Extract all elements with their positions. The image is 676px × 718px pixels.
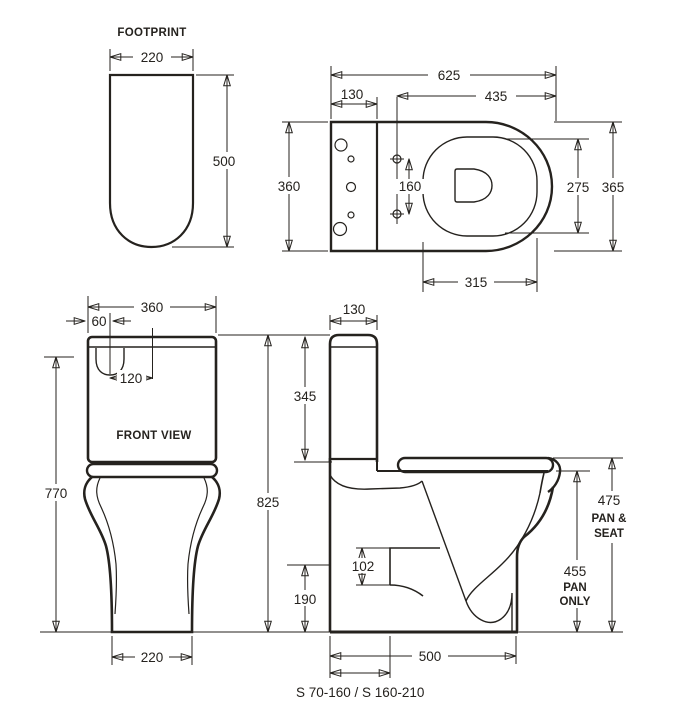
dim-footprint-depth: 500: [172, 75, 242, 247]
front-height-770-label: 770: [45, 486, 68, 501]
pan-seat-word1: PAN &: [592, 513, 627, 525]
dim-side-pan-depth: 500: [330, 636, 516, 678]
trap-range-label: S 70-160 / S 160-210: [296, 685, 424, 700]
pan-only-word1: PAN: [563, 582, 586, 594]
footprint-depth-label: 500: [213, 154, 236, 169]
footprint-view: FOOTPRINT 220 500: [108, 27, 242, 249]
front-pan-inner-right: [186, 477, 208, 615]
dim-pan-seat-height: 475 PAN & SEAT: [518, 458, 633, 632]
front-base-width-label: 220: [141, 650, 164, 665]
side-view: 130 345: [230, 302, 633, 700]
dim-side-cistern-height: 345: [230, 334, 332, 463]
side-cistern: [328, 333, 379, 462]
plan-view: 160 625 435 130 360: [273, 66, 630, 292]
dim-footprint-width: 220: [110, 49, 193, 71]
dim-plan-overall-length: 625: [331, 66, 556, 121]
dim-front-button-to-centreline: 120: [110, 328, 153, 386]
footprint-outline: [108, 73, 195, 249]
dim-plan-cistern-width: 360: [273, 122, 328, 251]
side-seat: [396, 456, 555, 474]
dim-front-height-770: 770: [40, 357, 74, 632]
front-pan-outline: [82, 476, 222, 634]
pan-only-height-label: 455: [564, 564, 587, 579]
dim-overall-height-825: 825: [218, 335, 330, 632]
overall-height-825-label: 825: [257, 495, 280, 510]
plan-flush-recess: [454, 168, 493, 203]
dim-side-outlet-height: 190: [287, 565, 330, 632]
front-seat: [85, 462, 219, 479]
plan-cistern-holes: [332, 138, 357, 237]
dim-pan-only-height: 455 PAN ONLY: [556, 471, 595, 632]
plan-outline: [329, 120, 554, 253]
dim-plan-seat-inner-length: 315: [423, 238, 537, 292]
pan-only-word2: ONLY: [560, 596, 591, 608]
dim-plan-fixing-centres: 160: [396, 159, 424, 214]
dim-front-button-offset: 60: [66, 313, 131, 374]
dim-plan-cistern-depth: 130: [331, 87, 377, 119]
side-cistern-depth-label: 130: [343, 302, 366, 317]
dim-plan-overall-width: 365: [554, 122, 630, 251]
plan-fixing-centres-label: 160: [399, 179, 422, 194]
front-view-title: FRONT VIEW: [116, 430, 191, 442]
plan-hole-to-front-label: 435: [485, 89, 508, 104]
side-seat-lip: [547, 456, 562, 493]
footprint-title: FOOTPRINT: [117, 27, 186, 39]
plan-overall-width-label: 365: [602, 180, 625, 195]
side-pan-front: [515, 486, 555, 631]
dim-front-base-width: 220: [112, 636, 192, 665]
side-outlet-height-label: 190: [294, 592, 317, 607]
dim-side-cistern-depth: 130: [330, 302, 377, 330]
dim-plan-seat-inner-width: 275: [505, 139, 594, 233]
dim-front-cistern-width: 360: [88, 296, 216, 333]
side-bowl-interior: [329, 474, 541, 631]
dim-side-outlet-size: 102: [348, 548, 390, 585]
pan-seat-height-label: 475: [598, 493, 621, 508]
pan-seat-word2: SEAT: [594, 528, 624, 540]
side-outlet-size-label: 102: [352, 559, 375, 574]
plan-overall-length-label: 625: [438, 68, 461, 83]
front-cistern-width-label: 360: [141, 300, 164, 315]
plan-seat-ring: [422, 136, 538, 237]
side-pan-depth-label: 500: [419, 649, 442, 664]
front-pan-inner-left: [96, 477, 118, 615]
plan-fixing-holes: [390, 97, 404, 224]
plan-seat-inner-length-label: 315: [465, 275, 488, 290]
dim-plan-hole-to-front: 435: [397, 88, 556, 104]
plan-cistern-depth-label: 130: [341, 87, 364, 102]
plan-cistern-width-label: 360: [278, 179, 301, 194]
dim-trap-range: S 70-160 / S 160-210: [296, 636, 424, 700]
side-cistern-height-label: 345: [294, 389, 317, 404]
plan-seat-inner-width-label: 275: [567, 180, 590, 195]
footprint-width-label: 220: [141, 50, 164, 65]
front-view: 360 60 120 FRONT VIEW: [40, 296, 330, 665]
front-button-offset-label: 60: [91, 314, 106, 329]
front-button-to-centreline-label: 120: [120, 371, 143, 386]
